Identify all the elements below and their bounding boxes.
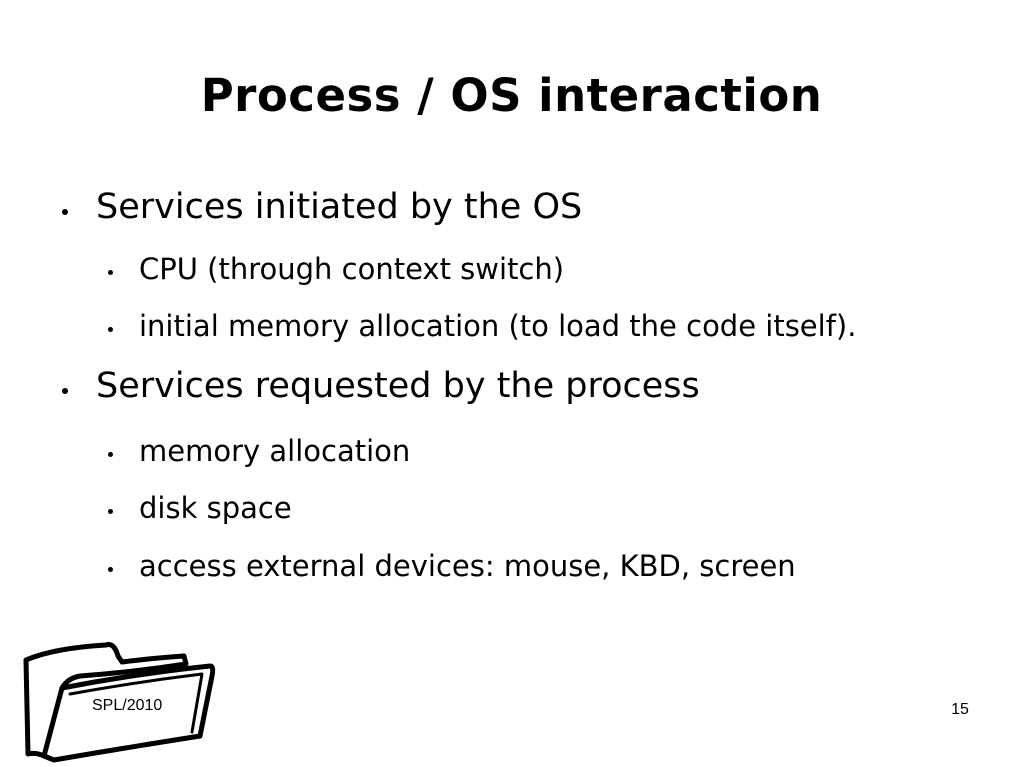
bullet-dot-icon bbox=[108, 327, 113, 332]
sub-bullet-cpu: CPU (through context switch) bbox=[108, 250, 565, 288]
bullet-dot-icon bbox=[108, 567, 113, 572]
bullet-dot-icon bbox=[108, 509, 113, 514]
footer-course-label: SPL/2010 bbox=[92, 697, 163, 714]
bullet-text: Services requested by the process bbox=[96, 366, 700, 406]
sub-bullet-text: disk space bbox=[139, 491, 292, 525]
bullet-dot-icon bbox=[62, 209, 68, 215]
sub-bullet-disk-space: disk space bbox=[108, 489, 292, 527]
bullet-dot-icon bbox=[108, 270, 113, 275]
folder-icon bbox=[23, 642, 216, 763]
slide-title: Process / OS interaction bbox=[200, 69, 823, 122]
sub-bullet-text: memory allocation bbox=[139, 434, 411, 468]
bullet-dot-icon bbox=[108, 452, 113, 457]
sub-bullet-text: access external devices: mouse, KBD, scr… bbox=[139, 549, 796, 583]
sub-bullet-initial-memory: initial memory allocation (to load the c… bbox=[108, 307, 857, 345]
bullet-services-initiated: Services initiated by the OS bbox=[62, 185, 583, 229]
page-number: 15 bbox=[951, 701, 969, 718]
sub-bullet-text: CPU (through context switch) bbox=[139, 252, 565, 286]
sub-bullet-memory-allocation: memory allocation bbox=[108, 432, 411, 470]
sub-bullet-text: initial memory allocation (to load the c… bbox=[139, 309, 857, 343]
bullet-dot-icon bbox=[62, 388, 68, 394]
sub-bullet-external-devices: access external devices: mouse, KBD, scr… bbox=[108, 547, 796, 585]
bullet-text: Services initiated by the OS bbox=[96, 187, 583, 227]
bullet-services-requested: Services requested by the process bbox=[62, 364, 700, 408]
